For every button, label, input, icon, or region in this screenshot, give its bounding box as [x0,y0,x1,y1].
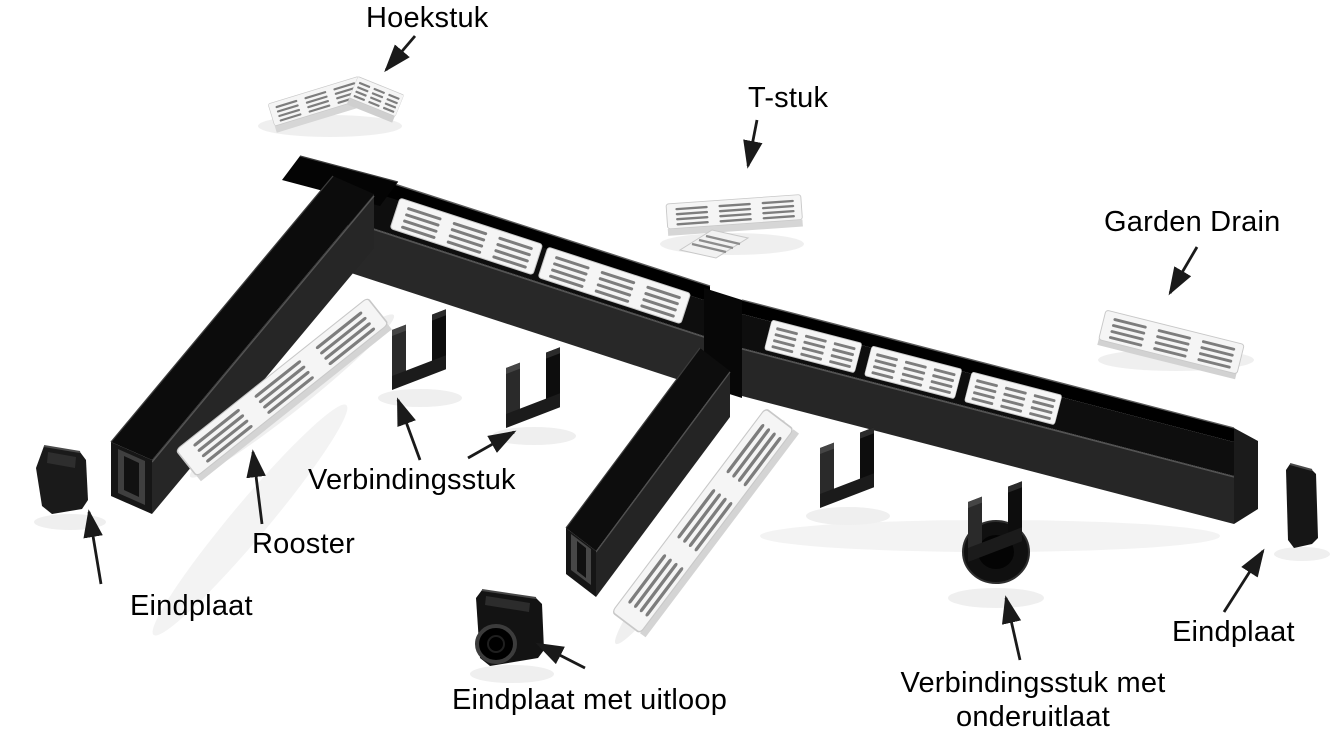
label-eindplaat-met-uitloop: Eindplaat met uitloop [452,684,728,716]
verbindingsstuk-onderuitlaat-part [962,481,1030,584]
label-eindplaat-left: Eindplaat [130,590,253,622]
arrow-verbindingsstuk-right [467,430,517,460]
label-hoekstuk: Hoekstuk [366,2,489,34]
label-t-stuk: T-stuk [748,82,829,114]
label-verbindingsstuk-met-onderuitlaat: Verbindingsstuk met onderuitlaat [900,667,1166,734]
rooster-part [176,298,392,482]
label-eindplaat-right: Eindplaat [1172,616,1295,648]
arrow-eindplaat-left [83,509,103,585]
arrow-rooster [246,449,266,525]
arrow-verbindingsstuk-left [396,397,422,461]
hoekstuk-part [268,76,404,133]
channel-top-left [344,167,711,390]
arrow-hoekstuk [384,35,417,73]
main-channel-assembly [110,155,1258,597]
t-stuk-part [666,195,803,259]
arrow-garden-drain [1168,246,1199,296]
verbindingsstuk-part-1 [392,309,446,390]
arrow-t-stuk [743,119,763,169]
verbindingsstuk-part-2 [506,347,560,428]
eindplaat-left-part [36,445,88,514]
eindplaat-uitloop-part [475,589,544,666]
label-garden-drain: Garden Drain [1104,206,1281,238]
middle-grate-part [612,408,800,638]
label-rooster: Rooster [252,528,355,560]
verbindingsstuk-part-3 [820,427,874,508]
label-verbindingsstuk: Verbindingsstuk [308,464,516,496]
channel-branch [565,347,731,597]
garden-drain-part [1097,310,1244,380]
arrow-eindplaat-uitloop [535,642,586,670]
channel-top-right [741,299,1258,524]
eindplaat-right-part [1286,463,1318,548]
arrow-verbindingsstuk-onderuitlaat [1001,595,1022,661]
arrow-eindplaat-right [1222,548,1265,613]
